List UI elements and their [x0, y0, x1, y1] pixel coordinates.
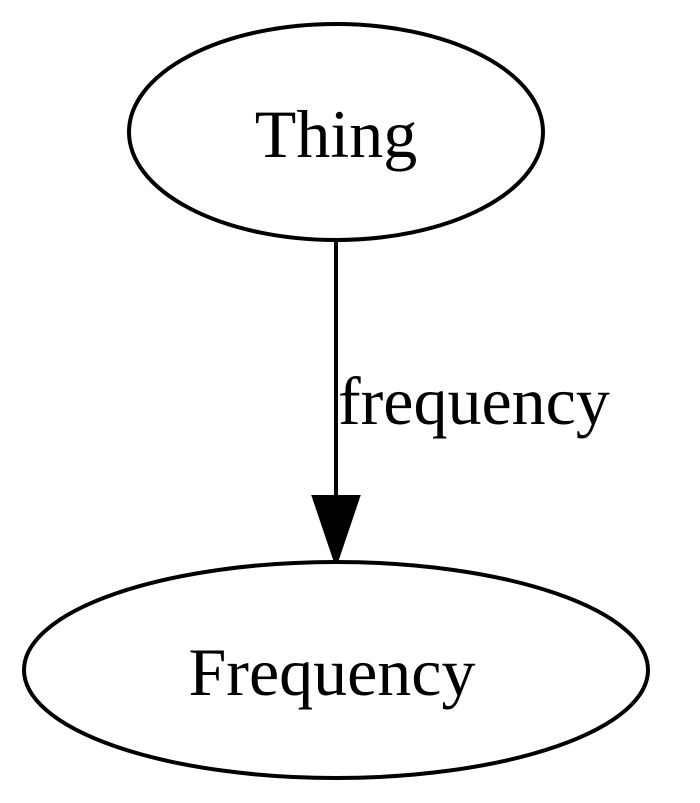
edge-thing-to-frequency: frequency: [311, 242, 610, 569]
node-frequency-ellipse: [22, 560, 650, 780]
edge-thing-to-frequency-label: frequency: [338, 363, 610, 439]
edge-arrowhead: [311, 495, 361, 569]
node-thing-ellipse: [127, 22, 545, 242]
node-thing-label: Thing: [255, 96, 417, 172]
node-frequency: Frequency: [22, 560, 650, 780]
node-thing: Thing: [127, 22, 545, 242]
node-frequency-label: Frequency: [188, 634, 475, 710]
